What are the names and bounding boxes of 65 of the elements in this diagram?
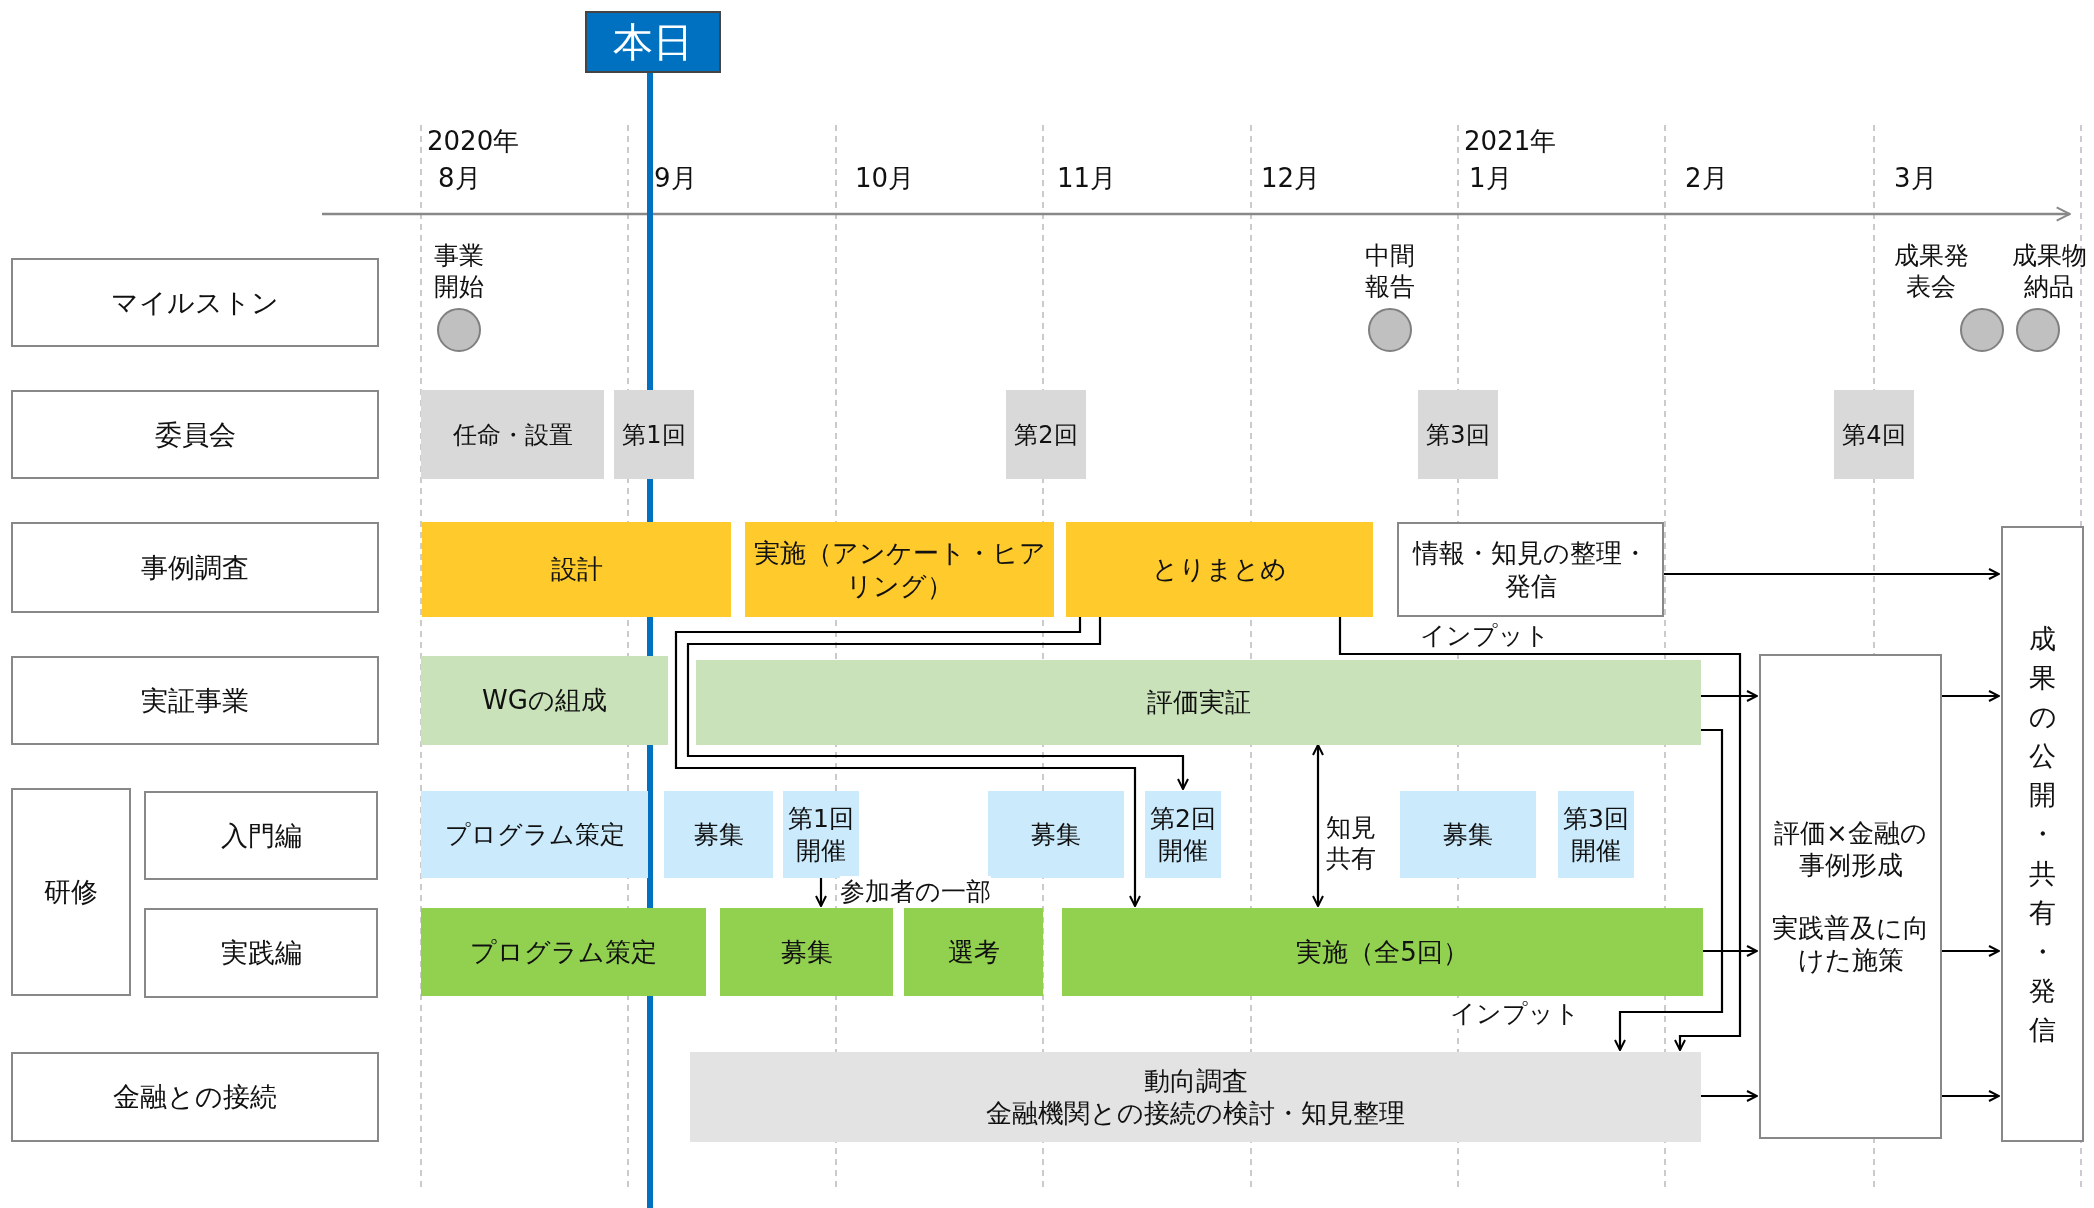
arrow (815, 878, 827, 907)
arrow (1703, 945, 1758, 957)
timeline-label: 11月 (1057, 162, 1117, 195)
arrow (1664, 568, 2000, 580)
today-marker: 本日 (585, 11, 721, 73)
arrow (1942, 1090, 2000, 1102)
outcome-box (1759, 654, 1942, 1139)
timeline-label: 3月 (1894, 162, 1937, 195)
task-bar: 評価実証 (696, 660, 1701, 745)
row-header: 金融との接続 (11, 1052, 379, 1142)
task-bar: プログラム策定 (421, 908, 706, 996)
milestone-label: 中間報告 (1364, 240, 1416, 303)
task-bar: 募集 (720, 908, 893, 996)
arrow (1942, 945, 2000, 957)
meeting-block: 第2回 (1006, 390, 1086, 479)
timeline-label: 10月 (855, 162, 915, 195)
task-bar: 実施（全5回） (1062, 908, 1703, 996)
task-bar: WGの組成 (421, 656, 668, 745)
task-bar: 第3回開催 (1558, 791, 1634, 878)
box-text: 金融機関との接続の検討・知見整理 (985, 1097, 1406, 1130)
timeline-label: 2月 (1685, 162, 1728, 195)
arrow (674, 617, 1141, 907)
timeline-label: 2020年 (427, 125, 520, 158)
task-bar: とりまとめ (1066, 522, 1373, 617)
row-header: 委員会 (11, 390, 379, 479)
milestone-label: 成果発表会 (1892, 240, 1970, 303)
task-bar: 募集 (988, 791, 1124, 878)
milestone-label: 成果物納品 (2010, 240, 2088, 303)
outcome-box: 情報・知見の整理・発信 (1397, 522, 1664, 617)
milestone-label: 事業開始 (433, 240, 485, 303)
arrow (1312, 744, 1324, 907)
timeline-label: 9月 (654, 162, 697, 195)
row-header: 研修 (11, 788, 131, 996)
meeting-block: 第3回 (1418, 390, 1498, 479)
task-bar: 第1回開催 (783, 791, 859, 878)
task-bar: 募集 (1400, 791, 1536, 878)
outcome-box: 成果の公開・共有・発信 (2001, 526, 2084, 1142)
timeline-label: 12月 (1261, 162, 1321, 195)
task-bar: 第2回開催 (1145, 791, 1221, 878)
task-bar: 実施（アンケート・ヒアリング） (745, 522, 1054, 617)
meeting-block: 第1回 (614, 390, 694, 479)
meeting-block: 任命・設置 (421, 390, 604, 479)
task-bar (690, 1052, 1701, 1142)
row-header: マイルストン (11, 258, 379, 347)
box-text: 実践普及に向けた施策 (1771, 911, 1930, 977)
box-heading: 評価×金融の事例形成 (1773, 816, 1928, 882)
task-bar: 設計 (422, 522, 731, 617)
arrow (686, 617, 1189, 790)
task-bar: 募集 (664, 791, 773, 878)
meeting-block: 第4回 (1834, 390, 1914, 479)
row-header: 事例調査 (11, 522, 379, 613)
arrow (1614, 728, 1724, 1051)
row-header: 実証事業 (11, 656, 379, 745)
task-bar: 選考 (904, 908, 1043, 996)
row-header: 実践編 (144, 908, 378, 998)
box-heading: 動向調査 (1142, 1064, 1249, 1097)
timeline-label: 8月 (438, 162, 481, 195)
arrow (1701, 690, 1758, 702)
row-header: 入門編 (144, 791, 378, 880)
arrow (1701, 1090, 1758, 1102)
timeline-label: 2021年 (1464, 125, 1557, 158)
arrow (1942, 690, 2000, 702)
timeline-label: 1月 (1469, 162, 1512, 195)
arrow (1338, 617, 1742, 1051)
task-bar: プログラム策定 (421, 791, 648, 878)
